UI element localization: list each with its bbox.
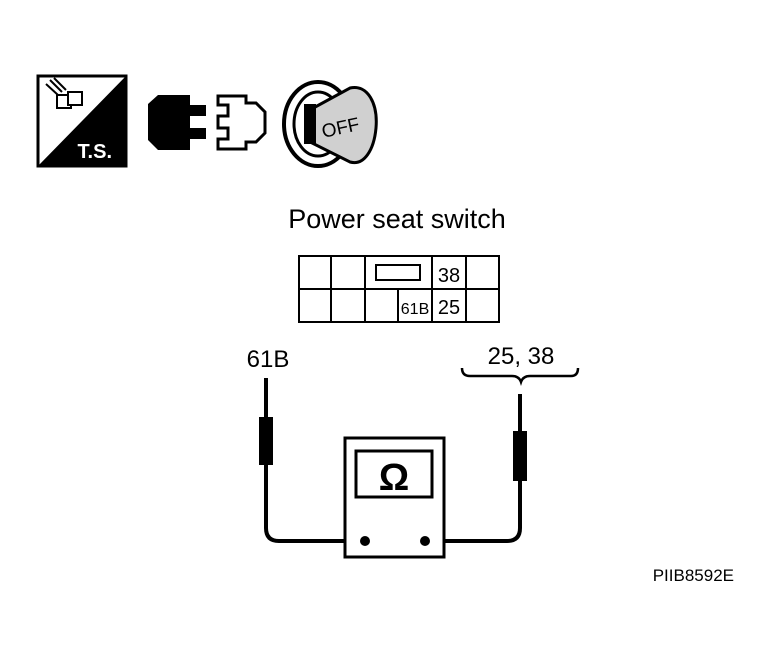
left-probe — [259, 417, 273, 465]
left-probe-label: 61B — [247, 346, 290, 373]
disconnect-connector-icon — [148, 94, 267, 151]
terminal-61b-label: 61B — [401, 301, 429, 318]
connector-face — [298, 255, 500, 323]
ts-label: T.S. — [78, 141, 112, 163]
trouble-diagnosis-icon: T.S. — [36, 74, 128, 168]
connector-glyph-icon — [45, 77, 83, 109]
ohmmeter: Ω — [343, 436, 446, 559]
figure-code: PIIB8592E — [653, 566, 734, 585]
diagram-title: Power seat switch — [288, 204, 506, 234]
terminal-25-label: 25 — [438, 297, 460, 319]
ohm-symbol: Ω — [379, 457, 409, 499]
ignition-key-off-icon: OFF — [282, 80, 378, 168]
test-leads — [264, 378, 522, 543]
terminal-38-label: 38 — [438, 265, 460, 287]
right-probe — [513, 431, 527, 481]
right-probe-label: 25, 38 — [488, 343, 555, 370]
terminal-group-brace — [460, 367, 580, 386]
